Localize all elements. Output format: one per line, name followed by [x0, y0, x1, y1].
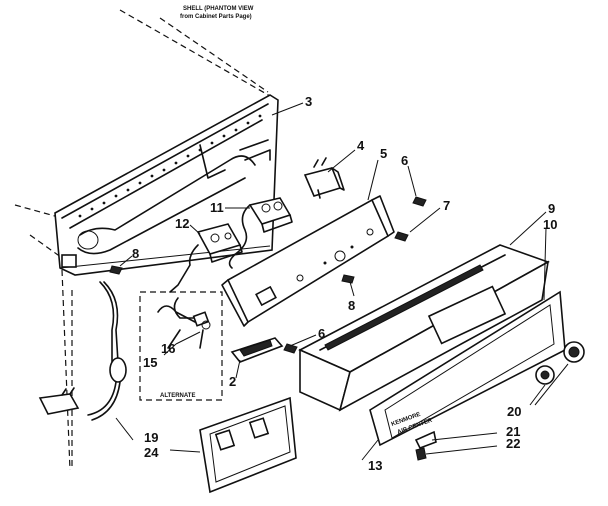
header-line-1: SHELL (PHANTOM VIEW: [183, 6, 254, 12]
knobs: [535, 341, 585, 385]
part-number-labels: 3 4 5 6 7 9 10 11 12 8 8 6 15 16 2 20 21…: [132, 94, 557, 473]
callout-22: 22: [506, 436, 520, 451]
callout-21: 21: [506, 424, 520, 439]
callout-24: 24: [144, 445, 159, 460]
callout-5: 5: [380, 146, 387, 161]
callout-6a: 6: [401, 153, 408, 168]
power-cord: [38, 281, 127, 421]
callout-7: 7: [443, 198, 450, 213]
header-line-2: from Cabinet Parts Page): [180, 14, 252, 20]
selector-switch: [169, 223, 243, 293]
callout-8b: 8: [348, 298, 355, 313]
callout-4: 4: [357, 138, 365, 153]
control-bracket: [221, 195, 395, 327]
bracket-clip: [230, 337, 284, 363]
callout-20: 20: [507, 404, 521, 419]
callout-6b: 6: [318, 326, 325, 341]
leader-lines: [115, 102, 569, 461]
rotary-switch: [228, 197, 293, 269]
callout-15: 15: [143, 355, 157, 370]
bezel-plate: [199, 396, 297, 494]
callout-2: 2: [229, 374, 236, 389]
callout-3: 3: [305, 94, 312, 109]
clip-and-screw: [414, 430, 437, 461]
callout-8a: 8: [132, 246, 139, 261]
rear-panel: [54, 94, 279, 276]
callout-12: 12: [175, 216, 189, 231]
callout-9: 9: [548, 201, 555, 216]
callout-10: 10: [543, 217, 557, 232]
callout-19: 19: [144, 430, 158, 445]
callout-11: 11: [210, 200, 224, 215]
alternate-box: ALTERNATE: [139, 291, 223, 401]
callout-16: 16: [161, 341, 175, 356]
alternate-label: ALTERNATE: [160, 393, 195, 399]
callout-13: 13: [368, 458, 382, 473]
screws: [109, 196, 427, 354]
front-control-panel: [298, 244, 550, 412]
relay-component: [303, 157, 345, 199]
